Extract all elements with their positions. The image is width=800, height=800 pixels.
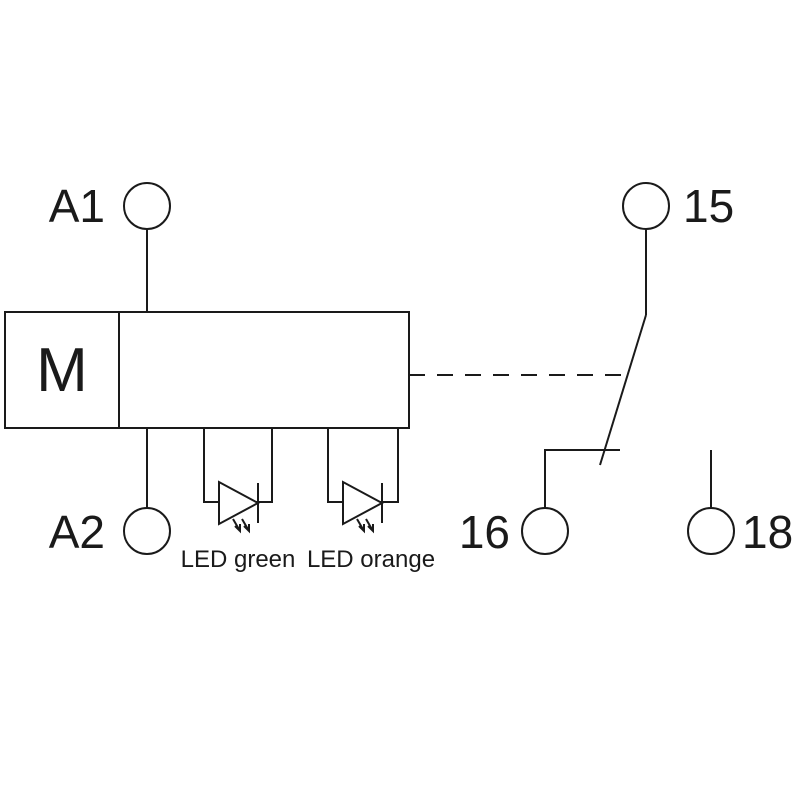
terminal-a1 <box>123 182 171 230</box>
switch-contact <box>599 314 647 466</box>
terminal-a2-label: A2 <box>49 506 105 558</box>
wire-16 <box>544 449 620 508</box>
led-orange-symbol <box>327 428 399 534</box>
terminal-a2 <box>123 507 171 555</box>
module-label: M <box>36 336 88 405</box>
terminal-15 <box>622 182 670 230</box>
terminal-16 <box>521 507 569 555</box>
terminal-15-label: 15 <box>683 180 734 232</box>
relay-body <box>4 311 410 429</box>
terminal-16-label: 16 <box>459 506 510 558</box>
terminal-18-label: 18 <box>742 506 793 558</box>
terminal-18 <box>687 507 735 555</box>
terminal-a1-label: A1 <box>49 180 105 232</box>
led-green-symbol <box>203 428 273 534</box>
led-orange-label: LED orange <box>307 546 435 573</box>
led-green-label: LED green <box>181 546 296 573</box>
